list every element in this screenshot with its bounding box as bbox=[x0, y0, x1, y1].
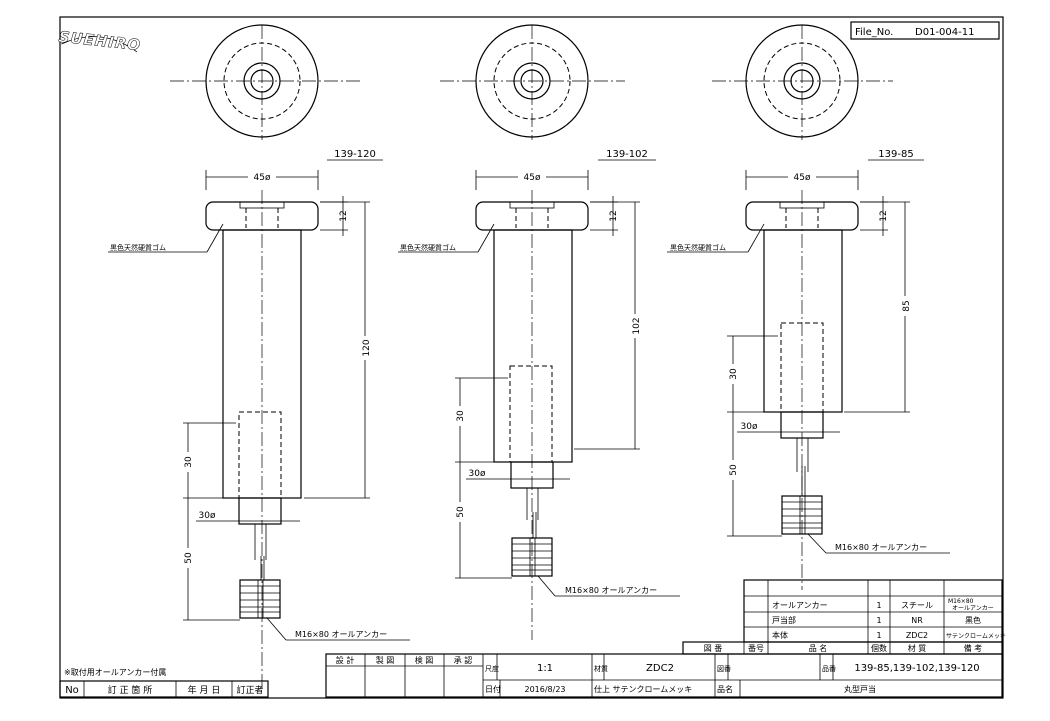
revision-block: No 訂 正 箇 所 年 月 日 訂正者 bbox=[59, 680, 269, 698]
part-139-120: 139-120 45ø 12 bbox=[108, 24, 410, 690]
tb-product-value: 丸型戸当 bbox=[844, 684, 876, 694]
rubber-note-1: 黒色天然硬質ゴム bbox=[110, 243, 166, 252]
cap-height-2: 12 bbox=[609, 210, 619, 221]
pl-note-1b: オールアンカー bbox=[952, 605, 994, 612]
pl-qty-2: 1 bbox=[876, 616, 881, 625]
diameter-2: 45ø bbox=[524, 173, 541, 183]
stud-dia-3: 30ø bbox=[741, 422, 758, 432]
rev-person: 訂正者 bbox=[236, 684, 263, 696]
pl-name-2: 戸当部 bbox=[772, 615, 796, 625]
parts-list: オールアンカー 1 スチール M16×80 オールアンカー 戸当部 1 NR 黒… bbox=[682, 579, 1006, 655]
rev-fix: 訂 正 箇 所 bbox=[108, 684, 153, 696]
tb-code-label: 品番 bbox=[822, 665, 836, 673]
stud-depth-1: 30 bbox=[184, 456, 194, 468]
stud-depth-2: 30 bbox=[456, 410, 466, 422]
tb-scale-label: 尺度 bbox=[485, 664, 499, 673]
tb-drafted: 製 図 bbox=[376, 655, 395, 665]
rev-no: No bbox=[65, 685, 79, 696]
tb-checked: 検 図 bbox=[415, 655, 434, 665]
tb-design: 設 計 bbox=[336, 655, 355, 665]
tb-date-value: 2016/8/23 bbox=[524, 685, 565, 694]
cap-height-3: 12 bbox=[879, 210, 889, 221]
rev-date: 年 月 日 bbox=[188, 684, 221, 696]
anchor-note-1: M16×80 オールアンカー bbox=[295, 630, 387, 639]
tb-finish: 仕上 サテンクロームメッキ bbox=[594, 684, 692, 694]
pl-h-drawing: 図 番 bbox=[704, 643, 723, 653]
part-code-1: 139-120 bbox=[334, 149, 376, 160]
tb-material-value: ZDC2 bbox=[646, 663, 674, 674]
cap-height-1: 12 bbox=[339, 210, 349, 221]
pl-qty-1: 1 bbox=[876, 601, 881, 610]
part-code-3: 139-85 bbox=[878, 149, 913, 160]
part-139-85: 139-85 45ø 12 85 30 bbox=[667, 24, 950, 590]
title-block: 設 計 製 図 検 図 承 認 尺度 1:1 材質 ZDC2 図番 品番 139… bbox=[325, 653, 1003, 698]
pl-h-material: 材 質 bbox=[908, 643, 927, 653]
tb-scale-value: 1:1 bbox=[537, 663, 553, 674]
drawing-border bbox=[59, 16, 1004, 699]
part-code-2: 139-102 bbox=[606, 149, 648, 160]
tb-product-label: 品名 bbox=[717, 684, 733, 694]
pl-mat-1: スチール bbox=[901, 601, 933, 610]
diameter-1: 45ø bbox=[254, 173, 271, 183]
pl-note-3: サテンクロームメッキ bbox=[946, 633, 1006, 640]
anchor-note-2: M16×80 オールアンカー bbox=[565, 586, 657, 595]
rubber-note-2: 黒色天然硬質ゴム bbox=[400, 243, 456, 252]
pl-h-note: 備 考 bbox=[964, 643, 983, 653]
part-139-102: 139-102 45ø 12 102 bbox=[398, 24, 680, 640]
suehiro-logo: SUEHIRO bbox=[58, 27, 143, 55]
pl-h-number: 番号 bbox=[748, 643, 764, 653]
accessory-note: ※取付用オールアンカー付属 bbox=[64, 667, 166, 677]
pl-qty-3: 1 bbox=[876, 631, 881, 640]
tb-approved: 承 認 bbox=[454, 655, 473, 665]
anchor-length-1: 50 bbox=[184, 552, 194, 564]
file-no-label: File_No. bbox=[855, 27, 893, 38]
stud-dia-2: 30ø bbox=[469, 469, 486, 479]
logo-text: SUEHIRO bbox=[58, 28, 142, 55]
body-length-2: 102 bbox=[632, 317, 642, 334]
tb-drawing-label: 図番 bbox=[717, 665, 731, 673]
pl-h-qty: 個数 bbox=[871, 643, 887, 653]
pl-mat-2: NR bbox=[911, 616, 923, 625]
body-length-1: 120 bbox=[362, 339, 372, 356]
diameter-3: 45ø bbox=[794, 173, 811, 183]
file-no-box bbox=[850, 21, 1000, 40]
tb-date-label: 日付 bbox=[485, 684, 501, 694]
pl-note-2: 黒色 bbox=[965, 615, 981, 625]
stud-dia-1: 30ø bbox=[199, 511, 216, 521]
stud-depth-3: 30 bbox=[729, 368, 739, 380]
rubber-note-3: 黒色天然硬質ゴム bbox=[670, 243, 726, 252]
anchor-note-3: M16×80 オールアンカー bbox=[835, 543, 927, 552]
pl-h-name: 品 名 bbox=[809, 643, 828, 653]
pl-name-1: オールアンカー bbox=[772, 601, 828, 610]
pl-mat-3: ZDC2 bbox=[906, 631, 928, 640]
anchor-length-3: 50 bbox=[729, 464, 739, 476]
pl-note-1a: M16×80 bbox=[948, 598, 974, 605]
anchor-length-2: 50 bbox=[456, 506, 466, 518]
tb-material-label: 材質 bbox=[594, 664, 608, 673]
tb-code-value: 139-85,139-102,139-120 bbox=[854, 663, 979, 674]
pl-name-3: 本体 bbox=[772, 630, 788, 640]
body-length-3: 85 bbox=[902, 300, 912, 311]
file-no-value: D01-004-11 bbox=[915, 27, 974, 38]
